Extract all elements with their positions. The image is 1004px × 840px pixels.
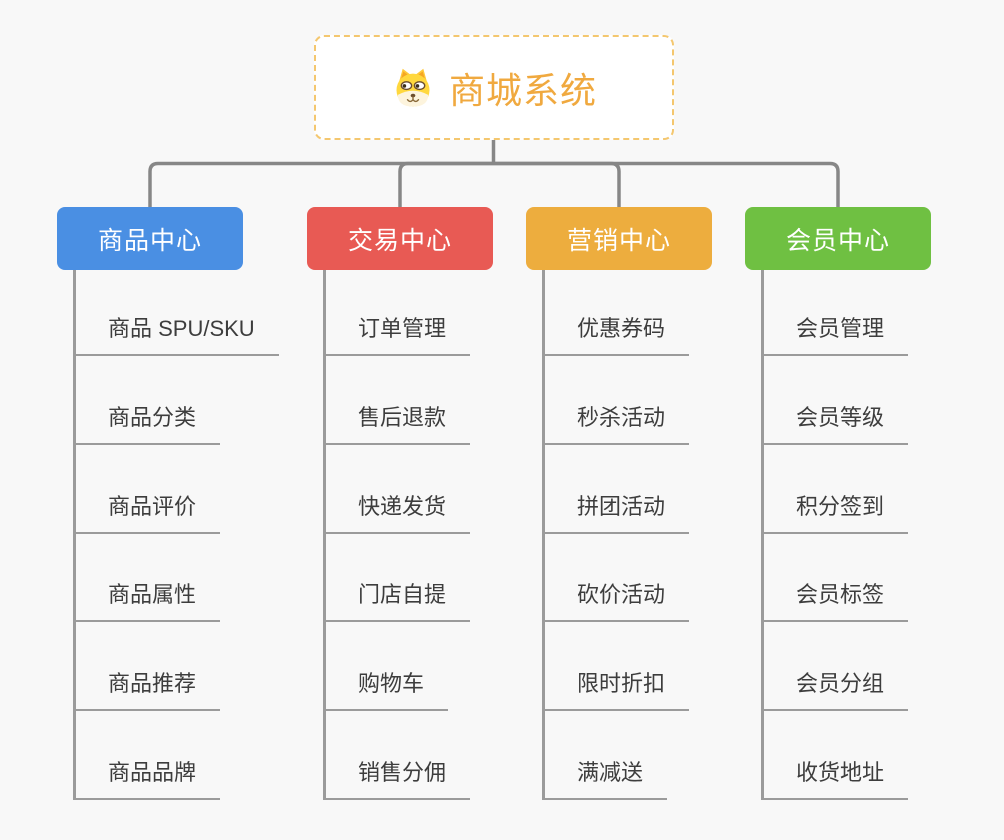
- subtopic[interactable]: 商品推荐: [76, 669, 221, 711]
- subtopic[interactable]: 满减送: [545, 758, 668, 800]
- subtopic[interactable]: 订单管理: [326, 314, 471, 356]
- subtopic[interactable]: 优惠券码: [545, 314, 690, 356]
- branch-topic[interactable]: 交易中心: [307, 207, 493, 270]
- subtopic[interactable]: 会员分组: [764, 669, 909, 711]
- subtopic[interactable]: 秒杀活动: [545, 403, 690, 445]
- subtopic[interactable]: 购物车: [326, 669, 449, 711]
- branch-topic[interactable]: 商品中心: [57, 207, 243, 270]
- subtopic[interactable]: 商品属性: [76, 580, 221, 622]
- branch-topic[interactable]: 会员中心: [745, 207, 931, 270]
- subtopic[interactable]: 商品评价: [76, 492, 221, 534]
- subtopic[interactable]: 收货地址: [764, 758, 909, 800]
- subtopic[interactable]: 会员等级: [764, 403, 909, 445]
- subtopic[interactable]: 积分签到: [764, 492, 909, 534]
- subtopic[interactable]: 门店自提: [326, 580, 471, 622]
- subtopic[interactable]: 拼团活动: [545, 492, 690, 534]
- subtopic[interactable]: 商品品牌: [76, 758, 221, 800]
- branch-label: 商品中心: [97, 226, 202, 255]
- subtopic[interactable]: 商品分类: [76, 403, 221, 445]
- root-title: 商城系统: [448, 69, 597, 111]
- branch-label: 会员中心: [785, 226, 890, 255]
- subtopic[interactable]: 会员管理: [764, 314, 909, 356]
- branch-children-column: 优惠券码 秒杀活动 拼团活动 砍价活动 限时折扣 满减送: [542, 270, 775, 800]
- branch-children-column: 订单管理 售后退款 快递发货 门店自提 购物车 销售分佣: [323, 270, 556, 800]
- subtopic[interactable]: 会员标签: [764, 580, 909, 622]
- branch-children-column: 会员管理 会员等级 积分签到 会员标签 会员分组 收货地址: [761, 270, 994, 800]
- subtopic[interactable]: 砍价活动: [545, 580, 690, 622]
- subtopic[interactable]: 商品 SPU/SKU: [76, 314, 279, 356]
- branch-topic[interactable]: 营销中心: [526, 207, 712, 270]
- root-topic[interactable]: 商城系统: [314, 35, 674, 140]
- dog-face-icon: [391, 66, 435, 110]
- branch-label: 交易中心: [347, 226, 452, 255]
- subtopic[interactable]: 售后退款: [326, 403, 471, 445]
- branch-children-column: 商品 SPU/SKU 商品分类 商品评价 商品属性 商品推荐 商品品牌: [73, 270, 306, 800]
- subtopic[interactable]: 销售分佣: [326, 758, 471, 800]
- branch-label: 营销中心: [566, 226, 671, 255]
- subtopic[interactable]: 快递发货: [326, 492, 471, 534]
- subtopic[interactable]: 限时折扣: [545, 669, 690, 711]
